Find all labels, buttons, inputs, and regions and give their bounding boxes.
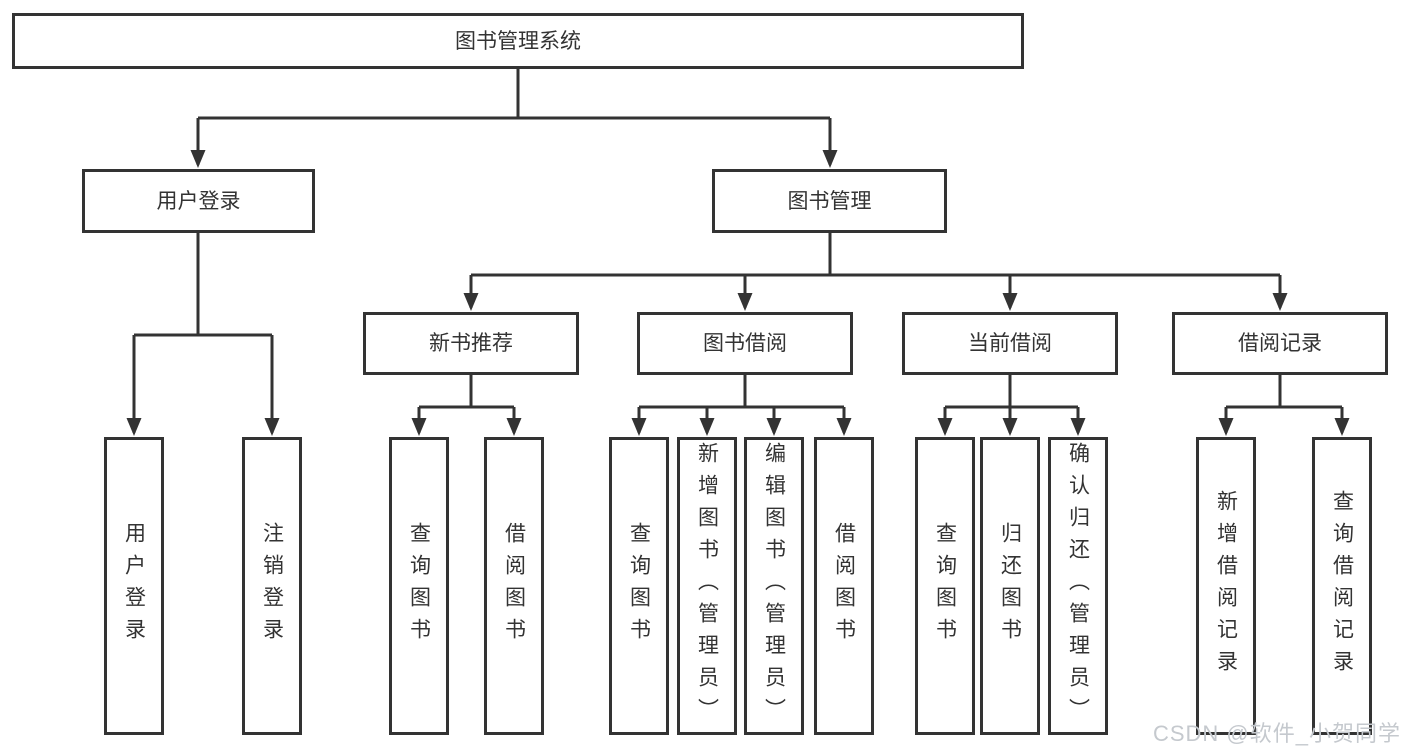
node-book-management: 图书管理	[712, 169, 947, 233]
leaf-edit-book-admin: 编辑图书（管理员）	[744, 437, 804, 735]
node-label: 新书推荐	[429, 332, 513, 355]
leaf-query-borrow-record: 查询借阅记录	[1312, 437, 1372, 735]
node-label: 查询图书	[627, 522, 651, 650]
node-label: 当前借阅	[968, 332, 1052, 355]
node-label: 借阅图书	[832, 522, 856, 650]
node-label: 注销登录	[260, 522, 284, 650]
node-label: 图书管理系统	[455, 29, 581, 53]
node-label: 查询借阅记录	[1330, 490, 1354, 682]
node-user-login: 用户登录	[82, 169, 315, 233]
leaf-borrow-books-recommend: 借阅图书	[484, 437, 544, 735]
node-book-borrow: 图书借阅	[637, 312, 853, 375]
node-borrow-records: 借阅记录	[1172, 312, 1388, 375]
node-label: 用户登录	[122, 522, 146, 650]
node-new-book-recommend: 新书推荐	[363, 312, 579, 375]
node-label: 确认归还（管理员）	[1066, 442, 1090, 730]
node-current-borrow: 当前借阅	[902, 312, 1118, 375]
leaf-query-books-current: 查询图书	[915, 437, 975, 735]
leaf-return-book: 归还图书	[980, 437, 1040, 735]
node-label: 查询图书	[407, 522, 431, 650]
leaf-query-books-borrow: 查询图书	[609, 437, 669, 735]
leaf-confirm-return-admin: 确认归还（管理员）	[1048, 437, 1108, 735]
node-label: 借阅记录	[1238, 332, 1322, 355]
leaf-add-book-admin: 新增图书（管理员）	[677, 437, 737, 735]
node-label: 编辑图书（管理员）	[762, 442, 786, 730]
node-label: 图书借阅	[703, 332, 787, 355]
node-label: 新增图书（管理员）	[695, 442, 719, 730]
leaf-add-borrow-record: 新增借阅记录	[1196, 437, 1256, 735]
node-label: 借阅图书	[502, 522, 526, 650]
node-label: 归还图书	[998, 522, 1022, 650]
node-label: 新增借阅记录	[1214, 490, 1238, 682]
watermark: CSDN @软件_小贺同学	[1152, 721, 1401, 746]
leaf-query-books-recommend: 查询图书	[389, 437, 449, 735]
leaf-logout: 注销登录	[242, 437, 302, 735]
node-system-root: 图书管理系统	[12, 13, 1024, 69]
leaf-user-login: 用户登录	[104, 437, 164, 735]
node-label: 查询图书	[933, 522, 957, 650]
node-label: 图书管理	[787, 189, 872, 213]
node-label: 用户登录	[156, 189, 241, 213]
leaf-borrow-books: 借阅图书	[814, 437, 874, 735]
